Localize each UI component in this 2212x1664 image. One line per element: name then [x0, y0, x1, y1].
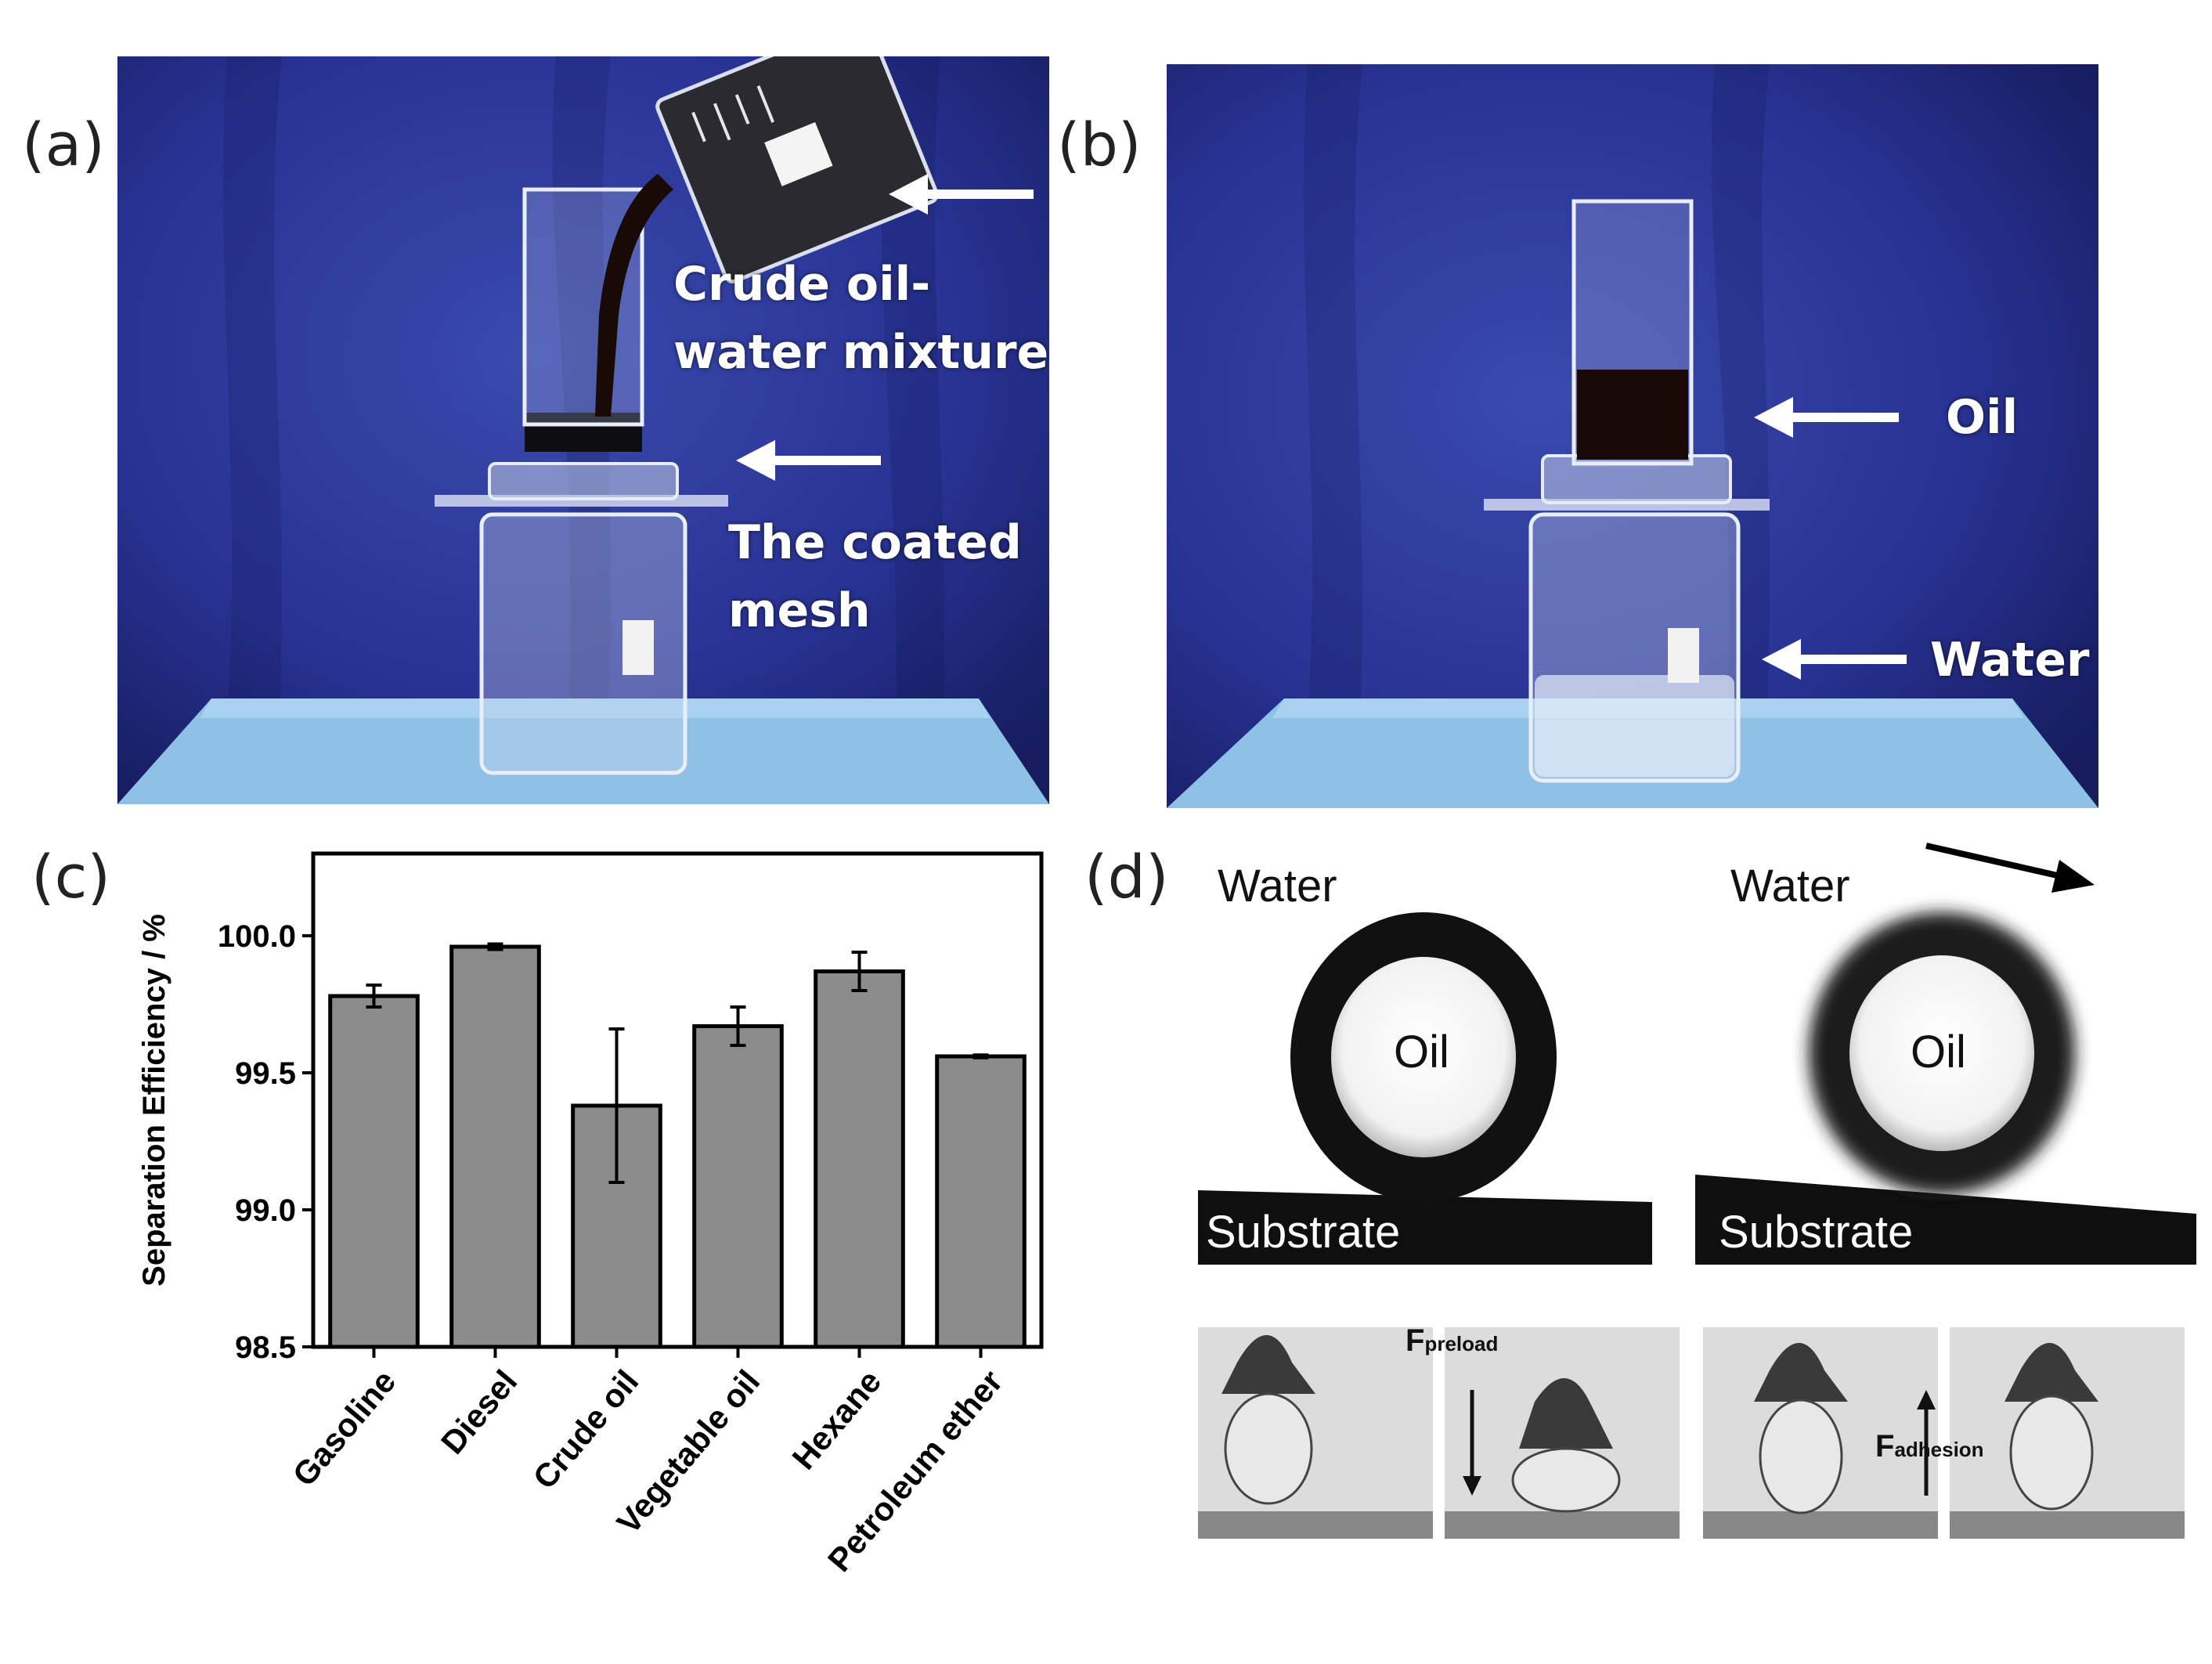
right-drop-label: Oil	[1911, 1027, 1966, 1077]
error-bar-1	[366, 984, 382, 1009]
force-preload-label: Fpreload	[1406, 1323, 1499, 1358]
error-bar-4	[730, 1005, 746, 1047]
y-tick-label: 100.0	[218, 919, 296, 954]
annotation-coated-mesh: The coated mesh	[728, 515, 1022, 638]
x-tick-label: Crude oil	[525, 1363, 645, 1496]
panel-label-c: (c)	[31, 842, 111, 911]
x-tick-label: Hexane	[785, 1363, 888, 1477]
plot-frame	[311, 851, 1044, 1349]
photo-panel-b	[1167, 64, 2098, 808]
error-bar-5	[851, 951, 868, 992]
adhesion-test-frames	[1198, 1327, 2185, 1539]
photo-panel-a	[117, 56, 1049, 804]
bar-1	[328, 994, 420, 1349]
y-axis-label: Separation Efficiency / %	[137, 914, 171, 1287]
annotation-water: Water	[1930, 633, 2090, 688]
error-bar-3	[608, 1027, 625, 1184]
x-tick-label: Gasoline	[285, 1363, 402, 1493]
y-tick-label: 98.5	[235, 1330, 296, 1365]
arrow-left-icon	[736, 440, 881, 481]
tilt-arrow-icon	[1925, 843, 2072, 882]
bar-5	[814, 969, 905, 1349]
y-tick-label: 99.5	[235, 1056, 296, 1091]
panel-label-b: (b)	[1057, 110, 1142, 179]
left-medium-label: Water	[1218, 861, 1337, 911]
left-drop-label: Oil	[1394, 1027, 1449, 1077]
bar-2	[449, 944, 541, 1349]
annotation-oil: Oil	[1946, 390, 2019, 445]
bar-6	[935, 1054, 1027, 1349]
force-adhesion-label: Fadhesion	[1875, 1429, 1984, 1464]
annotation-crude-oil-water-mixture: Crude oil- water mixture	[673, 257, 1049, 380]
wetting-illustration	[1198, 843, 2196, 1539]
left-substrate-label: Substrate	[1206, 1207, 1401, 1258]
arrow-left-icon	[1754, 397, 1899, 438]
panel-label-a: (a)	[22, 110, 105, 179]
right-medium-label: Water	[1730, 861, 1850, 911]
y-tick-label: 99.0	[235, 1193, 296, 1228]
arrow-left-icon	[1762, 639, 1907, 680]
bar-4	[692, 1024, 784, 1349]
x-tick-label: Diesel	[434, 1363, 525, 1461]
right-substrate-label: Substrate	[1719, 1207, 1914, 1258]
arrow-left-icon	[889, 174, 1034, 215]
panel-label-d: (d)	[1084, 842, 1169, 911]
error-bar-6	[972, 1053, 989, 1059]
error-bar-2	[487, 942, 503, 951]
